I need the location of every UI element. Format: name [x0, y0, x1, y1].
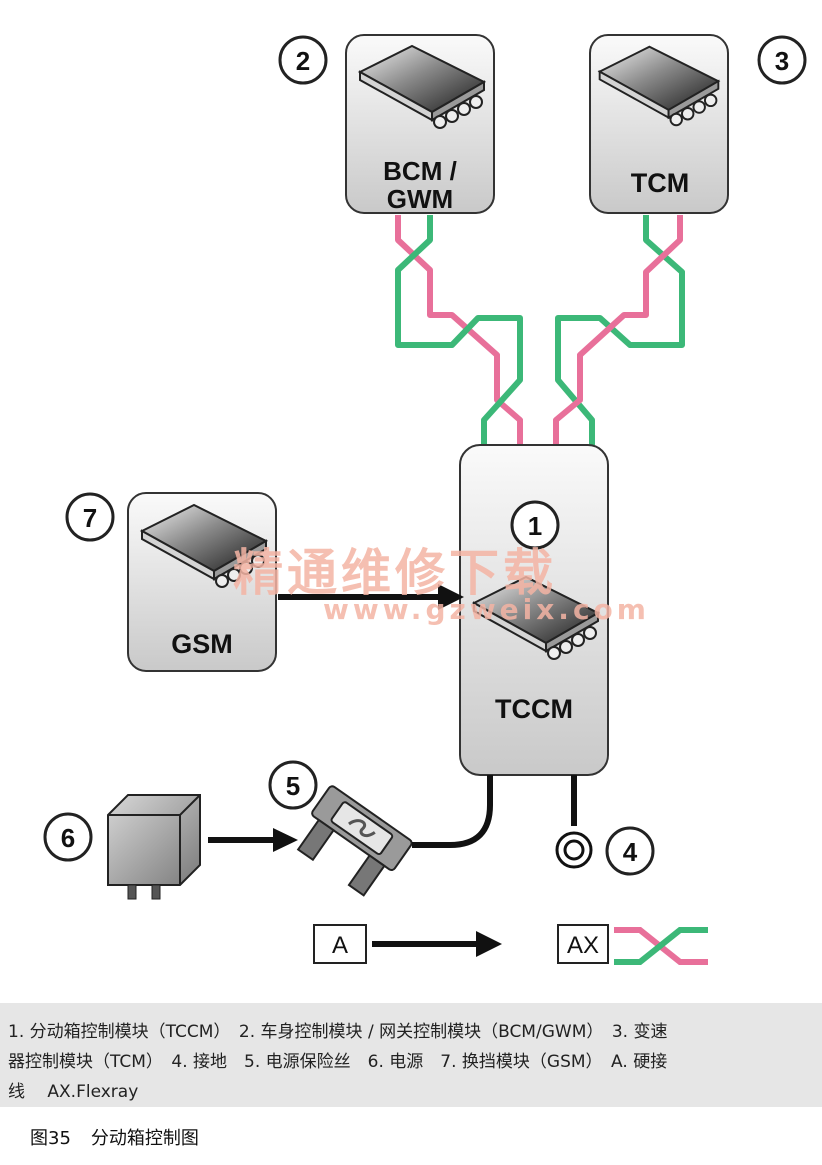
watermark-line1: 精通维修下载 [233, 543, 557, 602]
bcm-gwm-module: BCM / GWM [345, 34, 495, 214]
figure-title: 图35 分动箱控制图 [30, 1124, 219, 1150]
svg-text:7: 7 [83, 503, 97, 533]
caption-line-3: 线 AX.Flexray [8, 1082, 139, 1102]
flexray-tcm-tccm [553, 215, 685, 445]
callout-1: 1 [510, 500, 560, 550]
tcm-module: TCM [589, 34, 729, 214]
tccm-label: TCCM [495, 694, 573, 724]
svg-text:6: 6 [61, 823, 75, 853]
svg-text:4: 4 [623, 837, 638, 867]
callout-7: 7 [65, 492, 115, 542]
callout-6: 6 [43, 812, 93, 862]
legend-caption: 1. 分动箱控制模块（TCCM） 2. 车身控制模块 / 网关控制模块（BCM/… [0, 1003, 822, 1107]
watermark-line2: www.gzweix.com [323, 593, 650, 626]
power-fuse [296, 785, 413, 897]
hardwire-fuse-tccm [412, 775, 493, 848]
legend-hardwire: A [313, 924, 502, 964]
tcm-label: TCM [631, 168, 689, 198]
caption-line-1: 1. 分动箱控制模块（TCCM） 2. 车身控制模块 / 网关控制模块（BCM/… [8, 1022, 668, 1042]
gsm-module: GSM [127, 492, 277, 672]
callout-3: 3 [757, 35, 807, 85]
callout-2: 2 [278, 35, 328, 85]
legend-flexray: AX [557, 924, 708, 965]
power-relay [107, 794, 201, 900]
gsm-label: GSM [171, 629, 233, 659]
transfer-case-control-diagram: BCM / GWM 2 TCM 3 TCCM 1 GSM 7 [43, 34, 807, 965]
callout-4: 4 [605, 826, 655, 876]
svg-text:5: 5 [286, 771, 300, 801]
svg-text:3: 3 [775, 46, 789, 76]
hardwire-gsm-tccm [278, 584, 464, 610]
flexray-bcm-tccm [395, 215, 523, 445]
hardwire-power-fuse [208, 828, 298, 852]
svg-text:1: 1 [528, 511, 542, 541]
figure-number: 图35 [30, 1128, 71, 1149]
svg-text:AX: AX [567, 932, 599, 959]
caption-line-2: 器控制模块（TCM） 4. 接地 5. 电源保险丝 6. 电源 7. 换挡模块（… [8, 1052, 668, 1072]
tccm-module: TCCM [459, 444, 609, 776]
ground-terminal [555, 775, 593, 869]
svg-text:A: A [332, 932, 348, 959]
bcm-label-line2: GWM [387, 184, 453, 214]
figure-caption: 分动箱控制图 [90, 1128, 199, 1149]
bcm-label-line1: BCM / [383, 156, 457, 186]
callout-5: 5 [268, 760, 318, 810]
svg-text:2: 2 [296, 46, 310, 76]
